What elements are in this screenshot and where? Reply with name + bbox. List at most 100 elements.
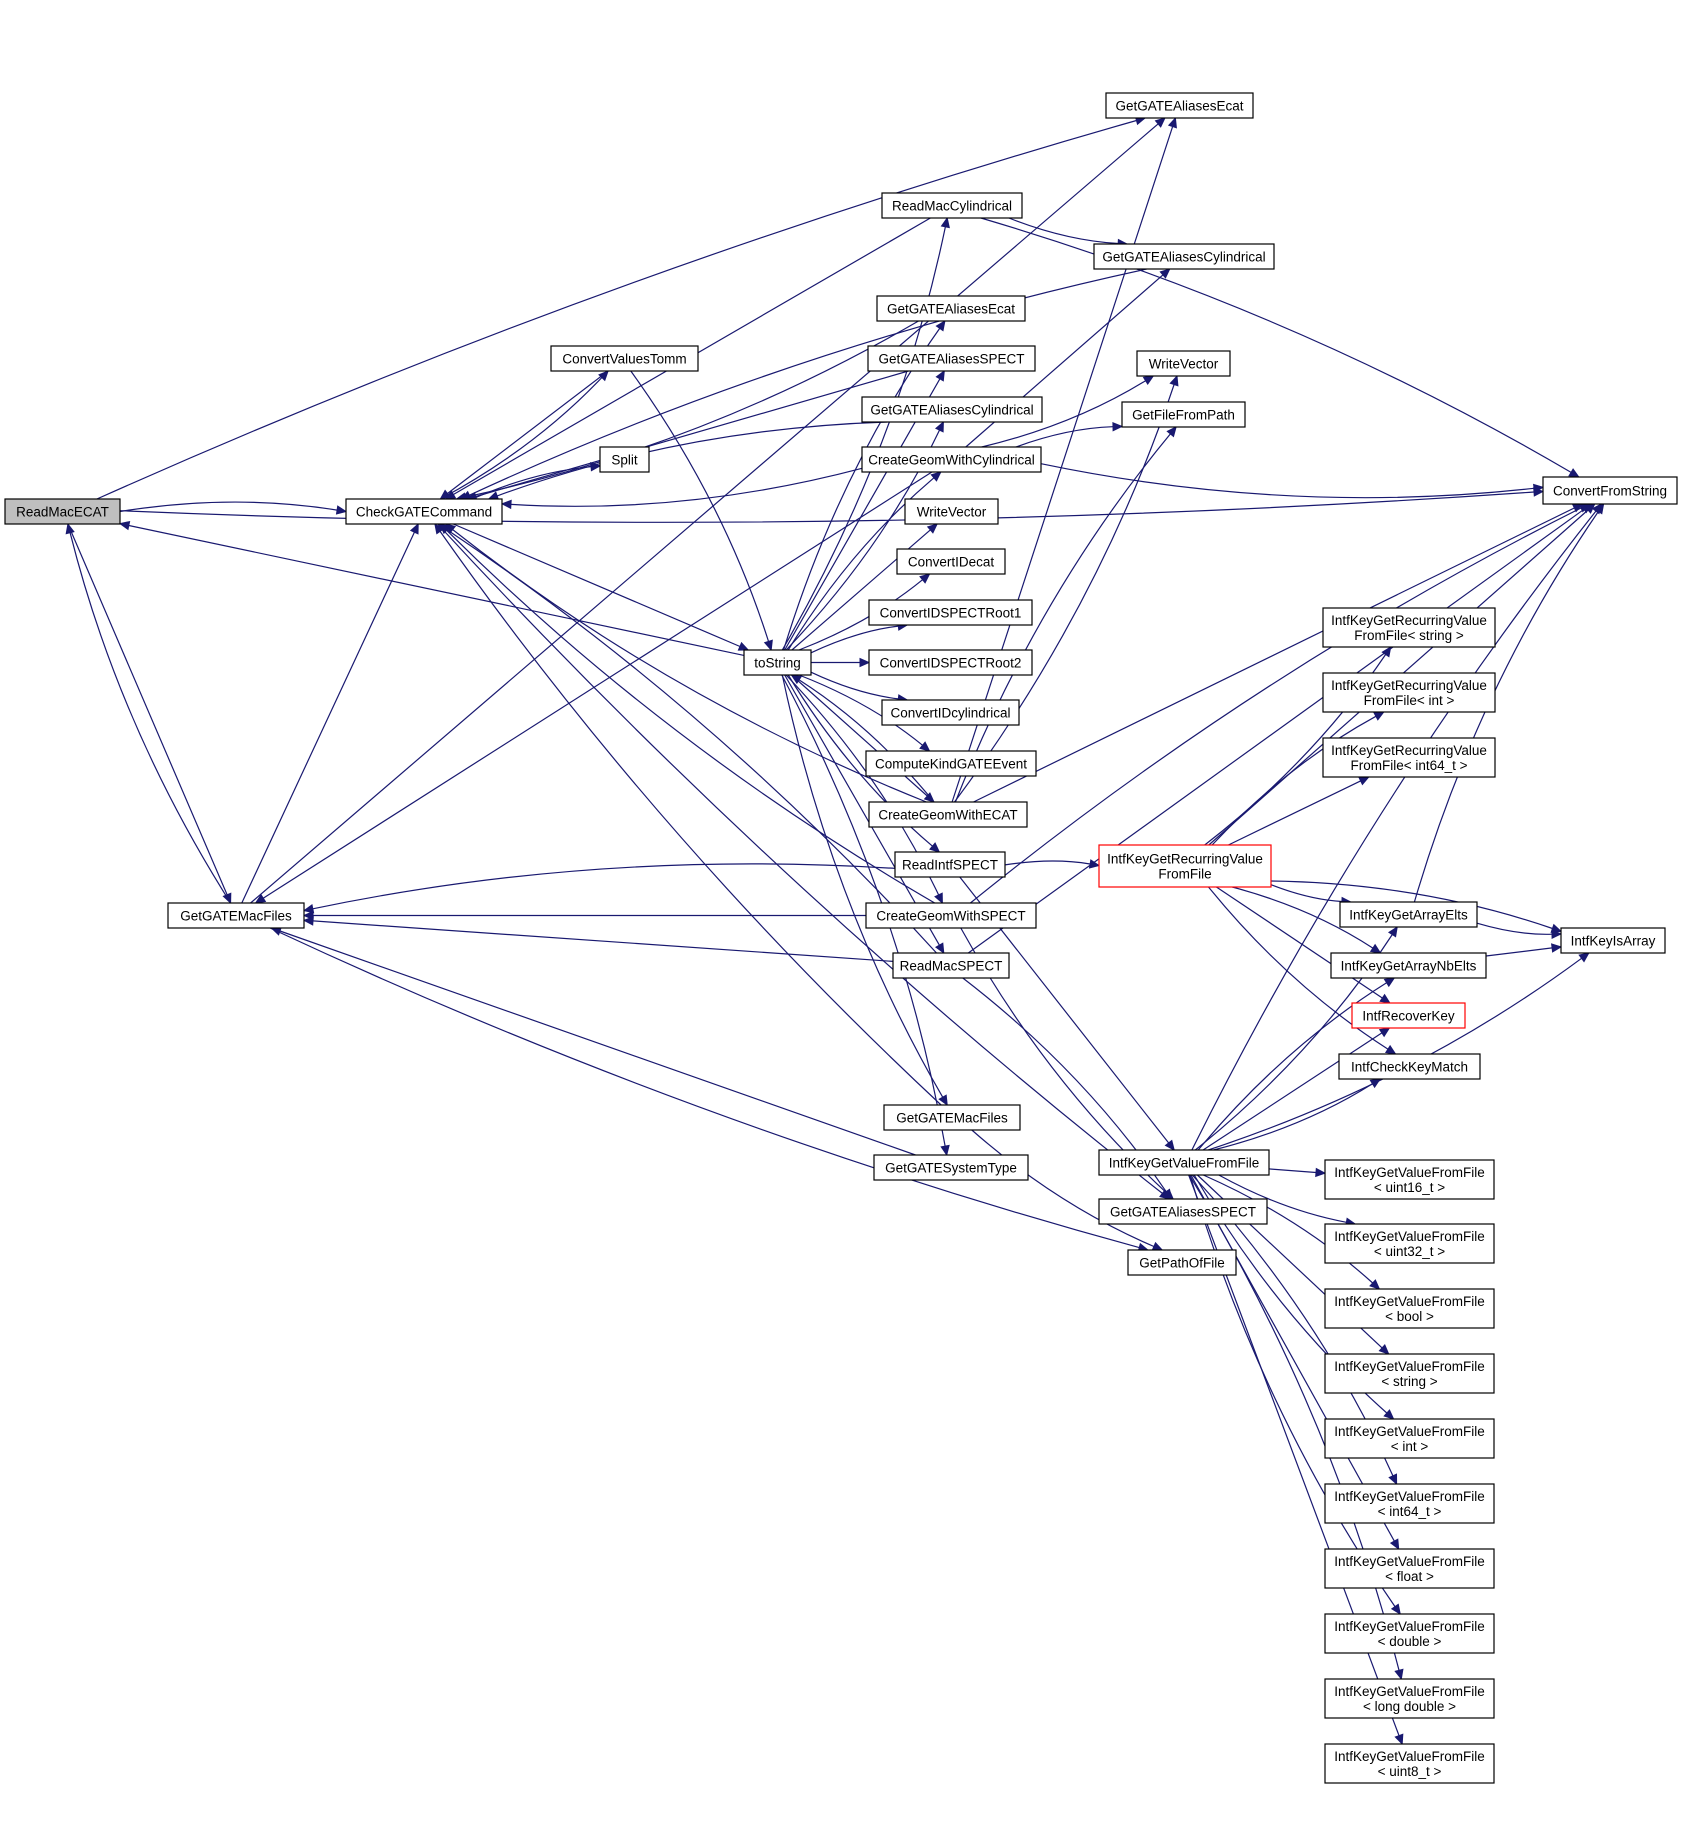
node-label: IntfKeyGetRecurringValue <box>1331 613 1487 628</box>
graph-node-tostring[interactable]: toString <box>743 649 812 676</box>
graph-node-convertecat[interactable]: ConvertIDecat <box>896 548 1006 575</box>
graph-node-geomspect[interactable]: CreateGeomWithSPECT <box>865 902 1037 929</box>
arrowhead <box>254 893 267 904</box>
node-label: < bool > <box>1385 1309 1434 1324</box>
node-label: < int > <box>1391 1439 1429 1454</box>
edge-line <box>1203 1174 1374 1284</box>
graph-node-convertfromstring[interactable]: ConvertFromString <box>1542 476 1678 505</box>
node-box <box>1339 901 1478 928</box>
edge-line <box>312 863 896 910</box>
node-label: < float > <box>1385 1569 1434 1584</box>
graph-node-checkkeymatch[interactable]: IntfCheckKeyMatch <box>1338 1053 1481 1080</box>
graph-node-v-uint8[interactable]: IntfKeyGetValueFromFile< uint8_t > <box>1324 1743 1495 1784</box>
arrowhead <box>1166 426 1177 438</box>
graph-node-isarray[interactable]: IntfKeyIsArray <box>1560 927 1666 954</box>
graph-node-aliasesecat1[interactable]: GetGATEAliasesEcat <box>1105 92 1254 119</box>
graph-node-convertvalues[interactable]: ConvertValuesTomm <box>550 345 699 372</box>
arrowhead <box>118 520 131 531</box>
graph-node-v-string[interactable]: IntfKeyGetValueFromFile< string > <box>1324 1353 1495 1394</box>
edge-readintfspect-to-getgatemacfiles1 <box>302 863 896 914</box>
graph-node-readmaccyl[interactable]: ReadMacCylindrical <box>881 192 1023 219</box>
arrowhead <box>930 471 942 482</box>
edge-tostring-to-writevector2 <box>791 523 939 651</box>
node-label: ConvertIDSPECTRoot1 <box>880 606 1022 621</box>
graph-node-checkgate[interactable]: CheckGATECommand <box>345 498 503 525</box>
edge-geomspect-to-convertfromstring <box>970 503 1591 904</box>
graph-node-getgatemacfiles2[interactable]: GetGATEMacFiles <box>883 1104 1021 1131</box>
graph-node-getpathoffile[interactable]: GetPathOfFile <box>1127 1249 1237 1276</box>
edge-line <box>510 467 863 507</box>
node-label: IntfKeyGetValueFromFile <box>1334 1424 1485 1439</box>
edge-aliasescyl2-to-checkgate <box>487 421 888 501</box>
graph-node-v-float[interactable]: IntfKeyGetValueFromFile< float > <box>1324 1548 1495 1589</box>
node-label: IntfKeyGetValueFromFile <box>1334 1749 1485 1764</box>
node-box <box>1098 844 1272 888</box>
graph-node-readmacspect[interactable]: ReadMacSPECT <box>892 952 1010 979</box>
graph-node-writevector1[interactable]: WriteVector <box>1136 350 1231 377</box>
edge-recurring-to-arraynbelts <box>1232 886 1382 954</box>
node-label: toString <box>754 656 801 671</box>
node-label: FromFile< int64_t > <box>1350 758 1467 773</box>
graph-node-getgatemacfiles1[interactable]: GetGATEMacFiles <box>167 902 305 929</box>
graph-node-aliasesspect2[interactable]: GetGATEAliasesSPECT <box>1098 1198 1268 1225</box>
edge-line <box>954 433 1171 803</box>
arrowhead <box>763 639 773 652</box>
node-box <box>1338 1053 1481 1080</box>
graph-node-arraynbelts[interactable]: IntfKeyGetArrayNbElts <box>1330 952 1487 979</box>
edge-readintfspect-to-recurring <box>1004 859 1101 869</box>
graph-node-getsystemtype[interactable]: GetGATESystemType <box>873 1154 1029 1181</box>
node-label: < string > <box>1381 1374 1437 1389</box>
graph-node-v-double[interactable]: IntfKeyGetValueFromFile< double > <box>1324 1613 1495 1654</box>
graph-node-v-int64[interactable]: IntfKeyGetValueFromFile< int64_t > <box>1324 1483 1495 1524</box>
arrowhead <box>1088 859 1101 869</box>
graph-node-v-bool[interactable]: IntfKeyGetValueFromFile< bool > <box>1324 1288 1495 1329</box>
graph-node-computekind[interactable]: ComputeKindGATEEvent <box>865 750 1037 777</box>
graph-node-arrayelts[interactable]: IntfKeyGetArrayElts <box>1339 901 1478 928</box>
graph-node-v-uint32[interactable]: IntfKeyGetValueFromFile< uint32_t > <box>1324 1223 1495 1264</box>
graph-node-recoverkey[interactable]: IntfRecoverKey <box>1351 1002 1466 1029</box>
node-box <box>1324 1159 1495 1200</box>
graph-node-getfilefrompath[interactable]: GetFileFromPath <box>1121 401 1246 428</box>
node-label: IntfKeyGetArrayNbElts <box>1341 959 1477 974</box>
edge-arraynbelts-to-isarray <box>1485 943 1563 957</box>
graph-node-geomcyl[interactable]: CreateGeomWithCylindrical <box>861 446 1042 473</box>
node-label: CreateGeomWithCylindrical <box>868 453 1035 468</box>
edge-getvalue-to-v_uint16 <box>1268 1167 1327 1178</box>
edge-line <box>445 528 937 954</box>
node-label: < uint8_t > <box>1378 1764 1442 1779</box>
graph-node-aliasesspect1[interactable]: GetGATEAliasesSPECT <box>867 345 1036 372</box>
graph-node-v-longdouble[interactable]: IntfKeyGetValueFromFile< long double > <box>1324 1678 1495 1719</box>
arrowhead <box>1383 1409 1395 1420</box>
graph-node-split[interactable]: Split <box>599 446 650 473</box>
edge-line <box>971 1129 1155 1248</box>
graph-node-writevector2[interactable]: WriteVector <box>904 498 999 525</box>
graph-node-spectroot2[interactable]: ConvertIDSPECTRoot2 <box>868 649 1033 676</box>
arrowhead <box>1151 1241 1164 1251</box>
edge-recurring-to-rec_int <box>1211 711 1385 846</box>
graph-node-v-uint16[interactable]: IntfKeyGetValueFromFile< uint16_t > <box>1324 1159 1495 1200</box>
graph-node-spectroot1[interactable]: ConvertIDSPECTRoot1 <box>868 599 1033 626</box>
graph-node-readmacecat[interactable]: ReadMacECAT <box>4 498 121 525</box>
edge-line <box>96 119 1137 500</box>
edge-line <box>954 384 1175 803</box>
graph-node-convertcyl[interactable]: ConvertIDcylindrical <box>881 699 1020 726</box>
edge-readmacecat-to-getgatemacfiles1 <box>67 523 232 905</box>
edge-line <box>781 674 944 1098</box>
graph-node-aliasescyl2[interactable]: GetGATEAliasesCylindrical <box>861 396 1043 423</box>
node-label: IntfKeyGetValueFromFile <box>1334 1294 1485 1309</box>
nodes-layer: ReadMacECAT CheckGATECommandGetGATEMacFil… <box>4 92 1678 1784</box>
edge-getgatemacfiles2-to-getpathoffile <box>971 1129 1164 1251</box>
graph-node-getvalue[interactable]: IntfKeyGetValueFromFile <box>1098 1149 1270 1176</box>
graph-node-v-int[interactable]: IntfKeyGetValueFromFile< int > <box>1324 1418 1495 1459</box>
graph-node-readintfspect[interactable]: ReadIntfSPECT <box>894 851 1006 878</box>
edge-geomcyl-to-aliasescyl1 <box>965 268 1171 448</box>
arrowhead <box>409 522 419 535</box>
node-box <box>883 1104 1021 1131</box>
graph-node-aliasesecat2[interactable]: GetGATEAliasesEcat <box>876 295 1026 322</box>
graph-node-geomecat[interactable]: CreateGeomWithECAT <box>868 801 1028 828</box>
graph-node-aliasescyl1[interactable]: GetGATEAliasesCylindrical <box>1093 243 1275 270</box>
